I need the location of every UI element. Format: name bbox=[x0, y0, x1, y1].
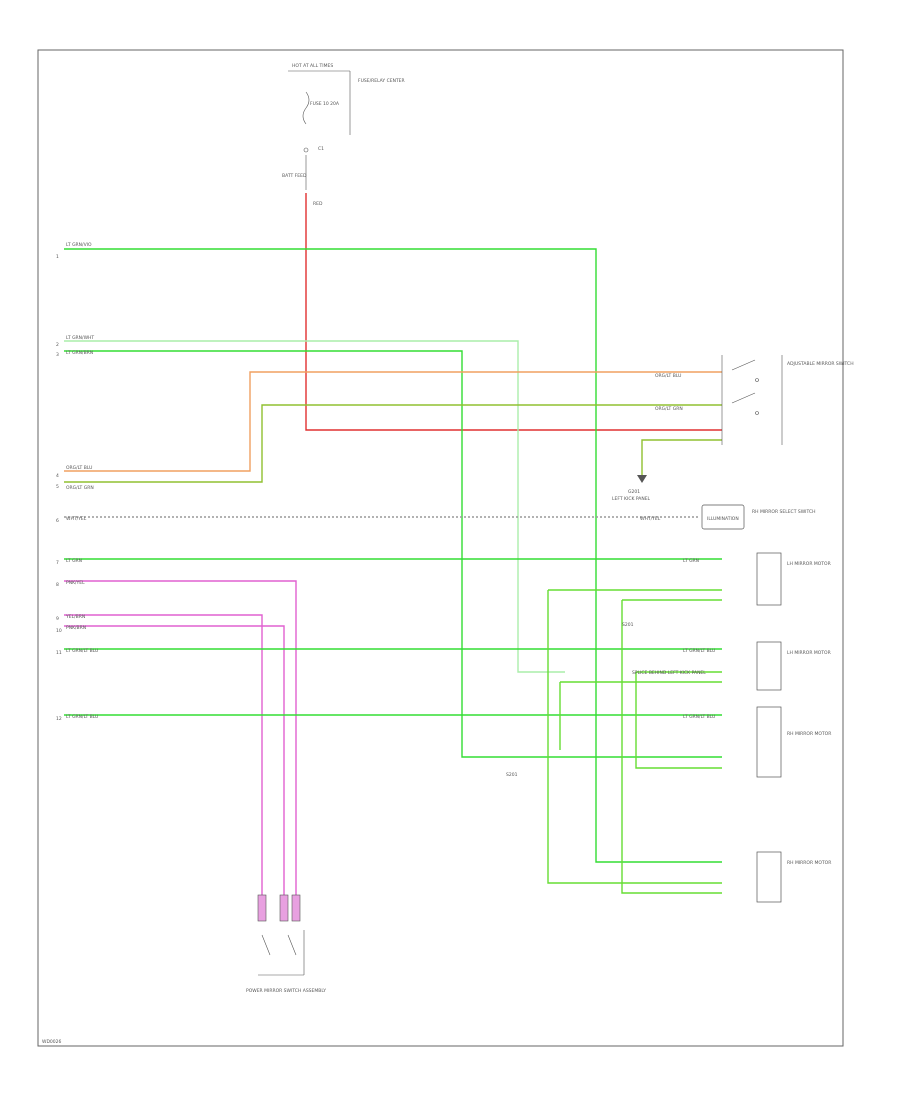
splice-desc: SPLICE BEHIND LEFT KICK PANEL bbox=[632, 670, 706, 676]
pin-label: 6 bbox=[56, 518, 59, 524]
footer-code: WD0026 bbox=[42, 1039, 62, 1045]
splice-label: S201 bbox=[622, 622, 634, 628]
pin-label: 10 bbox=[56, 628, 62, 634]
wire-ground bbox=[641, 439, 722, 475]
wire-label: ORG/LT BLU bbox=[655, 373, 681, 379]
ground-icon bbox=[637, 475, 647, 483]
pin-label: 12 bbox=[56, 716, 62, 722]
ground: G201 LEFT KICK PANEL bbox=[612, 475, 651, 502]
wire-label: ORG/LT BLU bbox=[66, 465, 92, 471]
connector-pin bbox=[257, 894, 267, 922]
ground-label: G201 bbox=[628, 489, 640, 495]
mirror-switch-label: ADJUSTABLE MIRROR SWITCH bbox=[787, 361, 854, 367]
wire-branch bbox=[547, 590, 722, 884]
illumination: ILLUMINATION RH MIRROR SELECT SWITCH bbox=[701, 504, 816, 530]
connector-pin bbox=[279, 894, 289, 922]
wire-lt-grn-wht bbox=[64, 340, 565, 673]
splice-label: S201 bbox=[506, 772, 518, 778]
switch-contact bbox=[287, 934, 297, 956]
illum-label: ILLUMINATION bbox=[707, 516, 739, 522]
wire-label: LT GRN bbox=[683, 558, 699, 564]
wire-label: LT GRN/WHT bbox=[66, 335, 94, 341]
pin-label: 11 bbox=[56, 650, 62, 656]
motor-label: LH MIRROR MOTOR bbox=[787, 561, 831, 567]
connector-label: C1 bbox=[318, 146, 324, 152]
mirror-switch: ADJUSTABLE MIRROR SWITCH bbox=[721, 355, 854, 445]
wire-branch bbox=[621, 600, 722, 894]
wire-label: PNK/YEL bbox=[66, 580, 85, 586]
wire-label: LT GRN/BRN bbox=[66, 350, 93, 356]
pin-label: 7 bbox=[56, 560, 59, 566]
wire-pnk-brn bbox=[64, 625, 285, 895]
wire-red bbox=[305, 193, 722, 431]
connector-icon bbox=[303, 147, 309, 153]
wire-labels: LT GRN/VIO LT GRN/WHT LT GRN/BRN ORG/LT … bbox=[65, 242, 715, 720]
pin-label: 3 bbox=[56, 352, 59, 358]
pin-label: 5 bbox=[56, 484, 59, 490]
splice: S201 SPLICE BEHIND LEFT KICK PANEL S201 bbox=[506, 622, 706, 778]
switch-contact bbox=[261, 934, 271, 956]
motors: LH MIRROR MOTOR LH MIRROR MOTOR RH MIRRO… bbox=[756, 552, 831, 903]
motor-box bbox=[756, 851, 782, 903]
wire-label: LT GRN/LT BLU bbox=[66, 648, 98, 654]
motor-box bbox=[756, 706, 782, 778]
wire-label: PNK/BRN bbox=[66, 625, 86, 631]
motor-box bbox=[756, 641, 782, 691]
rh-switch-label: RH MIRROR SELECT SWITCH bbox=[752, 509, 816, 515]
wire-label: ORG/LT GRN bbox=[655, 406, 683, 412]
fuse-desc: FUSE/RELAY CENTER bbox=[358, 78, 405, 84]
wire-label: WHT/YEL bbox=[640, 516, 661, 522]
wire-lt-grn-brn bbox=[64, 350, 722, 758]
bottom-switch: POWER MIRROR SWITCH ASSEMBLY bbox=[246, 894, 326, 994]
wire-label: WHT/YEL bbox=[66, 516, 87, 522]
wire-label: LT GRN/LT BLU bbox=[66, 714, 98, 720]
fuse-name: FUSE 10 20A bbox=[310, 101, 340, 107]
fuse-block: HOT AT ALL TIMES FUSE/RELAY CENTER FUSE … bbox=[282, 63, 405, 207]
pin-label: 2 bbox=[56, 342, 59, 348]
red-wire-label: RED bbox=[313, 201, 323, 207]
pin-label: 9 bbox=[56, 616, 59, 622]
motor-label: LH MIRROR MOTOR bbox=[787, 650, 831, 656]
wires bbox=[64, 193, 722, 895]
wire-label: LT GRN/VIO bbox=[66, 242, 92, 248]
fuse-label: HOT AT ALL TIMES bbox=[292, 63, 333, 69]
batt-feed-label: BATT FEED bbox=[282, 173, 307, 179]
motor-label: RH MIRROR MOTOR bbox=[787, 731, 831, 737]
pin-label: 1 bbox=[56, 254, 59, 260]
wire-label: LT GRN bbox=[66, 558, 82, 564]
wire-label: ORG/LT GRN bbox=[66, 485, 94, 491]
motor-label: RH MIRROR MOTOR bbox=[787, 860, 831, 866]
wire-lt-grn-vio bbox=[64, 248, 722, 863]
wire-org-lt-grn bbox=[64, 404, 722, 483]
left-pins: 1 2 3 4 5 6 7 8 9 10 11 12 bbox=[56, 254, 62, 722]
wire-org-lt-blu bbox=[64, 371, 722, 472]
wire-pnk-yel bbox=[64, 580, 297, 895]
pin-label: 4 bbox=[56, 473, 59, 479]
motor-box bbox=[756, 552, 782, 606]
diagram-frame bbox=[37, 49, 844, 1047]
ground-desc: LEFT KICK PANEL bbox=[612, 496, 651, 502]
wire-label: LT GRN/LT BLU bbox=[683, 648, 715, 654]
wire-label: LT GRN/LT BLU bbox=[683, 714, 715, 720]
switch-contact bbox=[731, 359, 756, 371]
pin-label: 8 bbox=[56, 582, 59, 588]
connector-pin bbox=[291, 894, 301, 922]
switch-contact bbox=[731, 392, 756, 404]
fuse-icon bbox=[302, 91, 310, 125]
wire-yel-brn bbox=[64, 614, 263, 895]
bottom-switch-label: POWER MIRROR SWITCH ASSEMBLY bbox=[246, 988, 326, 994]
wire-label: YEL/BRN bbox=[65, 614, 85, 620]
wire-branch bbox=[635, 672, 722, 769]
